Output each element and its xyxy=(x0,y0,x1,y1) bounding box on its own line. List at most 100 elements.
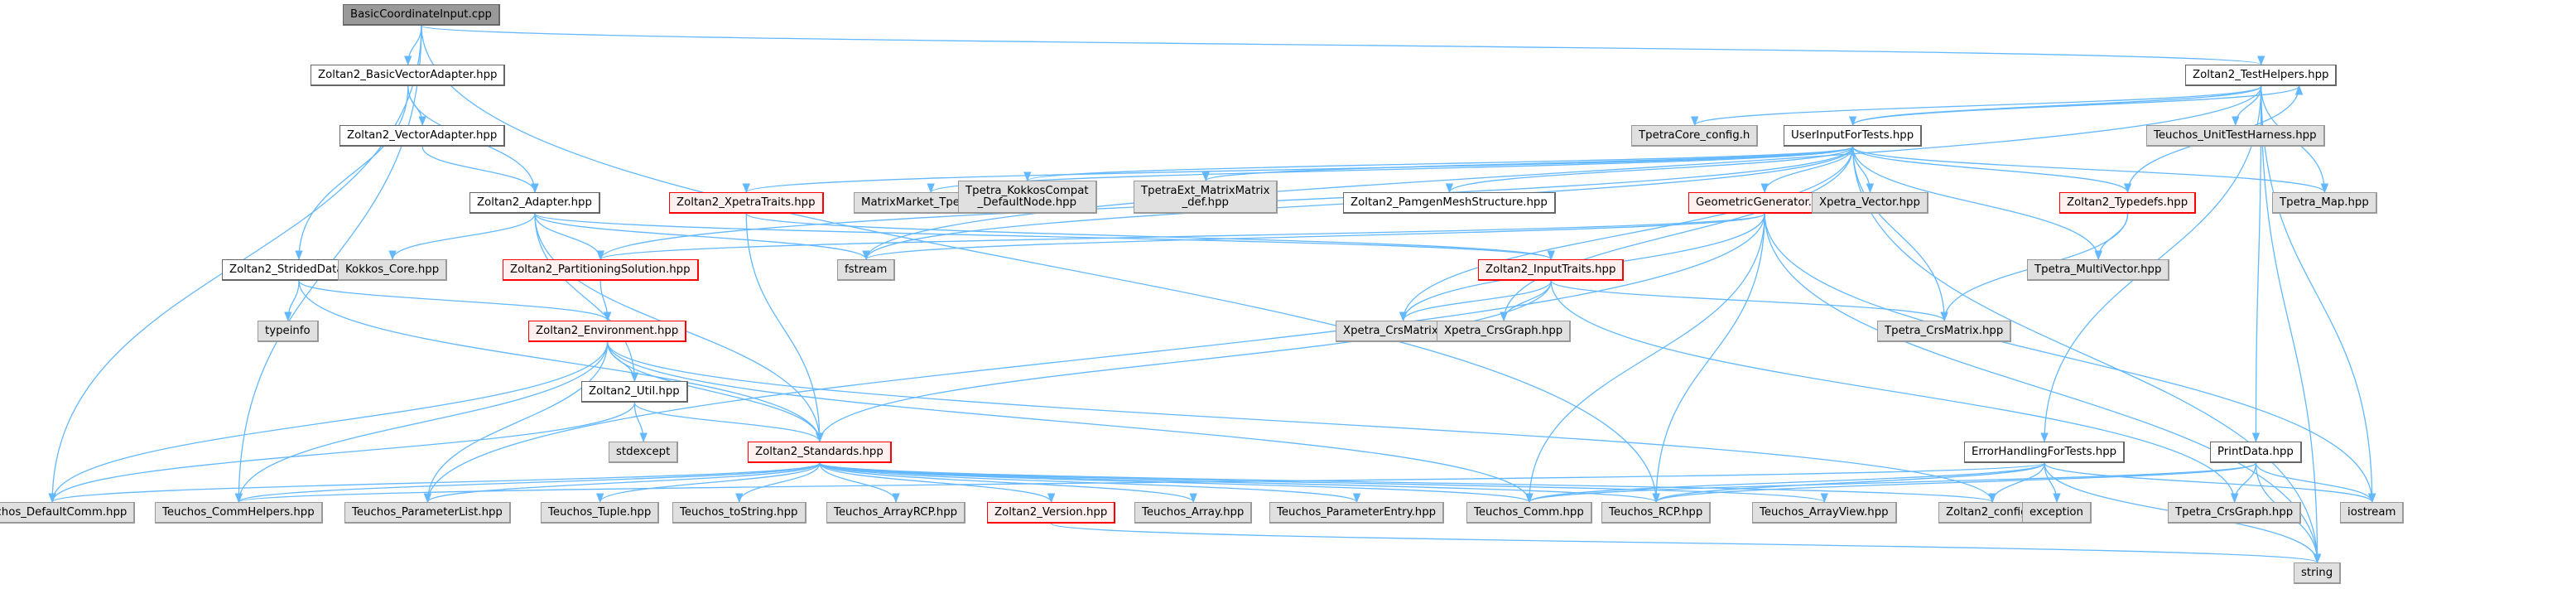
edge-basiccoord-to-rcp xyxy=(421,25,1660,504)
edge-testhelpers-to-unittest xyxy=(2232,85,2262,127)
node-teuchos-parameterentry-hpp[interactable]: Teuchos_ParameterEntry.hpp xyxy=(1269,502,1445,524)
edge-environment-to-config xyxy=(606,341,1996,504)
edge-userinput-to-kokkoscompat xyxy=(1023,146,1854,182)
node-zoltan2-testhelpers-hpp[interactable]: Zoltan2_TestHelpers.hpp xyxy=(2185,65,2338,86)
edge-testhelpers-to-printdata xyxy=(2251,85,2262,443)
edge-standards-to-tostring xyxy=(735,462,821,504)
node-tpetraext-matrixmatrix-def-hpp[interactable]: TpetraExt_MatrixMatrix _def.hpp xyxy=(1134,181,1278,214)
edge-standards-to-paramlist xyxy=(423,462,821,504)
node-zoltan2-adapter-hpp[interactable]: Zoltan2_Adapter.hpp xyxy=(469,192,600,214)
node-zoltan2-typedefs-hpp[interactable]: Zoltan2_Typedefs.hpp xyxy=(2059,192,2197,214)
node-xpetra-vector-hpp[interactable]: Xpetra_Vector.hpp xyxy=(1812,192,1928,214)
edge-geomgen-to-partsol xyxy=(597,213,1765,261)
edge-printdata-to-rcp xyxy=(1652,462,2257,504)
node-zoltan2-inputtraits-hpp[interactable]: Zoltan2_InputTraits.hpp xyxy=(1478,259,1625,281)
edge-errhandling-to-iostream xyxy=(2044,462,2376,504)
node-basiccoordinateinput-cpp[interactable]: BasicCoordinateInput.cpp xyxy=(343,4,500,26)
edge-standards-to-arrayrcp xyxy=(819,462,900,504)
edge-adapter-to-kokkoscore xyxy=(388,213,536,261)
edge-standards-to-config xyxy=(819,462,1996,504)
node-teuchos-arrayview-hpp[interactable]: Teuchos_ArrayView.hpp xyxy=(1752,502,1897,524)
edge-userinput-to-tpetramap xyxy=(1851,146,2328,194)
edge-standards-to-rcp xyxy=(819,462,1660,504)
node-zoltan2-util-hpp[interactable]: Zoltan2_Util.hpp xyxy=(581,381,688,403)
node-teuchos-array-hpp[interactable]: Teuchos_Array.hpp xyxy=(1134,502,1253,524)
edge-errhandling-to-commhelpers xyxy=(235,462,2045,504)
edge-userinput-to-pamgen xyxy=(1445,146,1854,194)
edge-util-to-stdexcept xyxy=(633,402,648,443)
edge-environment-to-commhelpers xyxy=(234,341,609,504)
node-zoltan2-basicvectoradapter-hpp[interactable]: Zoltan2_BasicVectorAdapter.hpp xyxy=(311,65,506,86)
node-fstream[interactable]: fstream xyxy=(837,259,896,281)
edge-standards-to-paramentry xyxy=(819,462,1360,504)
node-zoltan2-partitioningsolution-hpp[interactable]: Zoltan2_PartitioningSolution.hpp xyxy=(503,259,699,281)
node-kokkos-core-hpp[interactable]: Kokkos_Core.hpp xyxy=(338,259,448,281)
edge-strided-to-typeinfo xyxy=(284,280,300,322)
edge-standards-to-arrayview xyxy=(819,462,1828,504)
node-iostream[interactable]: iostream xyxy=(2340,502,2405,524)
edge-inputtraits-to-tpetracrsmatrix xyxy=(1550,280,1948,322)
node-tpetra-kokkoscompat-defaultnode-hpp[interactable]: Tpetra_KokkosCompat _DefaultNode.hpp xyxy=(958,181,1097,214)
node-printdata-hpp[interactable]: PrintData.hpp xyxy=(2210,442,2302,463)
edge-adapter-to-fstream xyxy=(534,213,870,261)
node-exception[interactable]: exception xyxy=(2022,502,2092,524)
node-tpetra-crsmatrix-hpp[interactable]: Tpetra_CrsMatrix.hpp xyxy=(1877,321,2012,342)
edge-testhelpers-to-tpetracore xyxy=(1691,85,2262,127)
node-teuchos-comm-hpp[interactable]: Teuchos_Comm.hpp xyxy=(1466,502,1592,524)
node-tpetra-multivector-hpp[interactable]: Tpetra_MultiVector.hpp xyxy=(2027,259,2170,281)
edge-standards-to-commhelpers xyxy=(234,462,821,504)
edge-userinput-to-geomgen xyxy=(1760,146,1854,194)
node-teuchos-tuple-hpp[interactable]: Teuchos_Tuple.hpp xyxy=(541,502,660,524)
edge-standards-to-tuple xyxy=(596,462,821,504)
node-teuchos-arrayrcp-hpp[interactable]: Teuchos_ArrayRCP.hpp xyxy=(826,502,966,524)
edge-adapter-to-inputtraits xyxy=(534,213,1555,261)
node-zoltan2-version-hpp[interactable]: Zoltan2_Version.hpp xyxy=(987,502,1116,524)
edge-xpetratraits-to-standards xyxy=(745,213,824,443)
node-typeinfo[interactable]: typeinfo xyxy=(258,321,319,342)
node-userinputfortests-hpp[interactable]: UserInputForTests.hpp xyxy=(1784,125,1923,147)
edge-testhelpers-to-userinput xyxy=(1849,85,2262,127)
edge-xpetratraits-to-inputtraits xyxy=(745,213,1555,261)
node-zoltan2-vectoradapter-hpp[interactable]: Zoltan2_VectorAdapter.hpp xyxy=(339,125,506,147)
node-errorhandlingfortests-hpp[interactable]: ErrorHandlingForTests.hpp xyxy=(1964,442,2126,463)
edge-printdata-to-comm xyxy=(1525,462,2257,504)
edge-inputtraits-to-xpetracrsmatrix xyxy=(1399,280,1552,322)
node-xpetra-crsgraph-hpp[interactable]: Xpetra_CrsGraph.hpp xyxy=(1437,321,1572,342)
node-teuchos-tostring-hpp[interactable]: Teuchos_toString.hpp xyxy=(672,502,807,524)
node-zoltan2-xpetratraits-hpp[interactable]: Zoltan2_XpetraTraits.hpp xyxy=(669,192,824,214)
node-teuchos-unittestharness-hpp[interactable]: Teuchos_UnitTestHarness.hpp xyxy=(2146,125,2325,147)
edge-standards-to-array xyxy=(819,462,1197,504)
edge-userinput-to-xpetracrsgraph xyxy=(1500,146,1854,322)
node-zoltan2-environment-hpp[interactable]: Zoltan2_Environment.hpp xyxy=(528,321,687,342)
edge-geomgen-to-string xyxy=(1764,213,2322,564)
edge-userinput-to-xpetracrsmatrix xyxy=(1399,146,1854,322)
node-tpetracore-config-h[interactable]: TpetraCore_config.h xyxy=(1631,125,1759,147)
node-teuchos-rcp-hpp[interactable]: Teuchos_RCP.hpp xyxy=(1601,502,1712,524)
node-string[interactable]: string xyxy=(2294,562,2342,584)
edge-environment-to-standards xyxy=(606,341,824,443)
node-tpetra-crsgraph-hpp[interactable]: Tpetra_CrsGraph.hpp xyxy=(2168,502,2302,524)
edge-geomgen-to-comm xyxy=(1525,213,1765,504)
node-teuchos-parameterlist-hpp[interactable]: Teuchos_ParameterList.hpp xyxy=(344,502,511,524)
edge-errhandling-to-config xyxy=(1988,462,2045,504)
edge-errhandling-to-rcp xyxy=(1652,462,2045,504)
edge-printdata-to-iostream xyxy=(2255,462,2376,504)
edge-adapter-to-util xyxy=(534,213,639,383)
node-tpetra-map-hpp[interactable]: Tpetra_Map.hpp xyxy=(2272,192,2377,214)
edge-userinput-to-testhelpers xyxy=(1851,84,2304,126)
node-teuchos-defaultcomm-hpp[interactable]: Teuchos_DefaultComm.hpp xyxy=(0,502,136,524)
node-zoltan2-standards-hpp[interactable]: Zoltan2_Standards.hpp xyxy=(748,442,892,463)
edge-userinput-to-tpetracrsmatrix xyxy=(1851,146,1948,322)
node-stdexcept[interactable]: stdexcept xyxy=(609,442,679,463)
edge-basiccoord-to-testhelpers xyxy=(421,25,2265,66)
edge-printdata-to-tpetracrsgraph xyxy=(2230,462,2257,504)
node-teuchos-commhelpers-hpp[interactable]: Teuchos_CommHelpers.hpp xyxy=(155,502,323,524)
edge-errhandling-to-comm xyxy=(1525,462,2045,504)
edge-environment-to-paramlist xyxy=(423,341,609,504)
edge-vecadapter-to-adapter xyxy=(421,146,539,194)
edge-inputtraits-to-tpetracrsgraph xyxy=(1550,280,2239,504)
node-zoltan2-pamgenmeshstructure-hpp[interactable]: Zoltan2_PamgenMeshStructure.hpp xyxy=(1343,192,1556,214)
edge-geomgen-to-rcp xyxy=(1652,213,1765,504)
edge-standards-to-version xyxy=(819,462,1056,504)
edge-userinput-to-xpetratraits xyxy=(743,146,1854,194)
